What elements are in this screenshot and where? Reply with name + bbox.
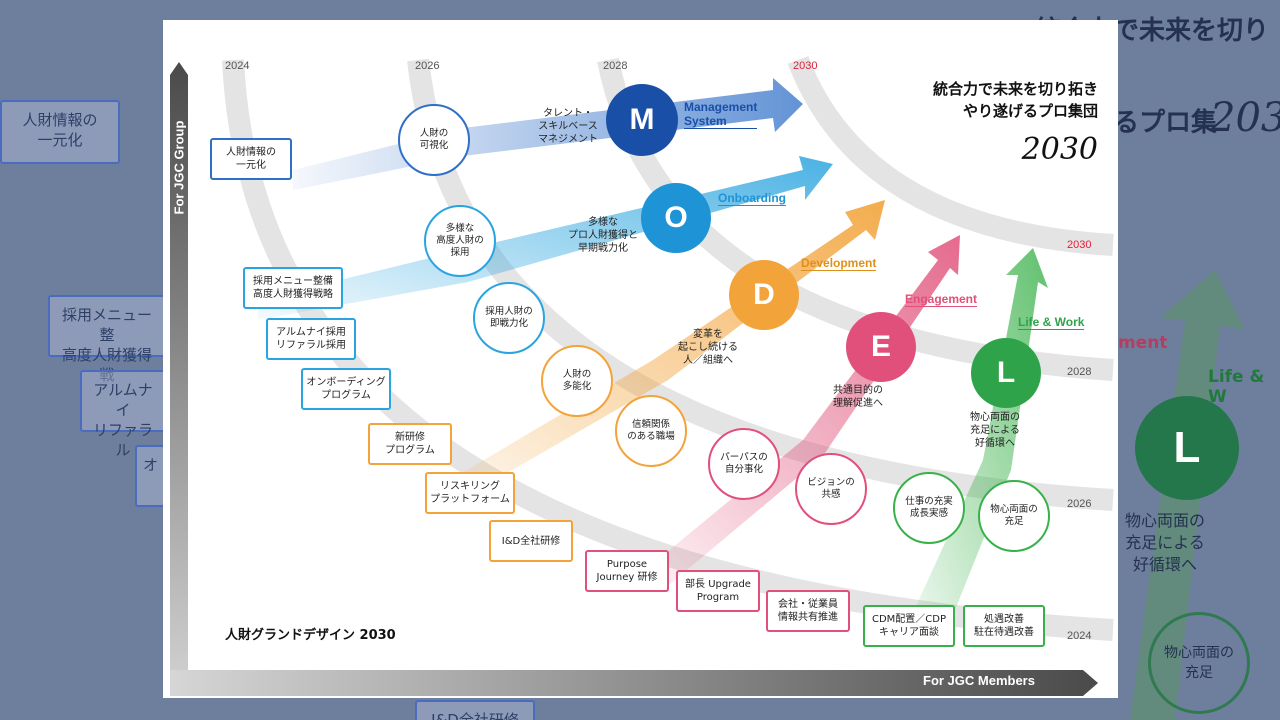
box-cdm-cdp: CDM配置／CDP キャリア面談 <box>863 605 955 647</box>
box-recruiting-menu: 採用メニュー整備 高度人財獲得戦略 <box>243 267 343 309</box>
bg-circle-bottom: 物心両面の 充足 <box>1148 612 1250 714</box>
pillar-d-letter: D <box>753 278 775 311</box>
axis-y-arrow <box>170 62 188 680</box>
pillar-l-letter: L <box>996 356 1016 389</box>
pillar-o-label: Onboarding <box>718 191 786 206</box>
axis-y-label: For JGC Group <box>169 105 189 230</box>
model-diagram-card: 2024 2026 2028 2030 2030 2028 2026 2024 … <box>163 20 1118 698</box>
bg-box-5: I&D全社研修 <box>415 700 535 720</box>
headline: 統合力で未来を切り拓き やり遂げるプロ集団 <box>932 80 1098 120</box>
box-id-training: I&D全社研修 <box>489 520 573 562</box>
pillar-d-label: Development <box>801 256 877 271</box>
node-multiskill: 人財の 多能化 <box>541 345 613 417</box>
pillar-l-text: 物心両面の 充足による 好循環へ <box>970 412 1020 449</box>
box-info-sharing: 会社・従業員 情報共有推進 <box>766 590 850 632</box>
year-right-2028: 2028 <box>1067 366 1092 378</box>
box-treatment: 処遇改善 駐在待遇改善 <box>963 605 1045 647</box>
box-new-training: 新研修 プログラム <box>368 423 452 465</box>
box-upgrade-program: 部長 Upgrade Program <box>676 570 760 612</box>
bg-headline-year: 203 <box>1210 95 1280 141</box>
node-diverse-talent: 多様な 高度人財の 採用 <box>424 205 496 277</box>
year-top-2024: 2024 <box>225 60 250 72</box>
bg-box-1: 人財情報の 一元化 <box>0 100 120 164</box>
year-right-2024: 2024 <box>1067 630 1092 642</box>
pillar-d-circle: D <box>729 260 799 330</box>
year-right-2026: 2026 <box>1067 498 1092 510</box>
diagram-title: 人財グランドデザイン 2030 <box>225 628 396 643</box>
node-purpose: パーパスの 自分事化 <box>708 428 780 500</box>
node-vision: ビジョンの 共感 <box>795 453 867 525</box>
node-trust-workplace: 信頼関係 のある職場 <box>615 395 687 467</box>
node-fulfillment: 物心両面の 充足 <box>978 480 1050 552</box>
year-top-2028: 2028 <box>603 60 628 72</box>
axis-x-arrow <box>170 670 1098 696</box>
pillar-o-circle: O <box>641 183 711 253</box>
year-right-2030: 2030 <box>1067 239 1092 251</box>
pillar-o-letter: O <box>664 201 688 234</box>
pillar-m-label: Management System <box>684 100 758 129</box>
pillar-m-text: タレント・ スキルベース マネジメント <box>538 108 598 145</box>
node-visualization: 人財の 可視化 <box>398 104 470 176</box>
pillar-m-circle: M <box>606 84 678 156</box>
node-quick-ramp: 採用人財の 即戦力化 <box>473 282 545 354</box>
axis-y-label-text: For JGC Group <box>171 120 187 215</box>
pillar-l-label: Life & Work <box>1018 315 1085 330</box>
pillar-e-letter: E <box>870 330 891 363</box>
pillar-d-text: 変革を 起こし続ける 人／組織へ <box>678 329 738 366</box>
bg-box-3: アルムナイ リファラル <box>80 370 166 459</box>
pillar-e-circle: E <box>846 312 916 382</box>
year-top-2030: 2030 <box>793 60 818 72</box>
box-onboarding-program: オンボーディング プログラム <box>301 368 391 410</box>
bg-circle-l: L <box>1135 396 1239 500</box>
bg-circle-bottom-text: 物心両面の 充足 <box>1164 645 1234 681</box>
bg-label-lifework: Life & W <box>1208 367 1265 407</box>
year-top-2026: 2026 <box>415 60 440 72</box>
bg-label-engagement: ment <box>1118 333 1168 353</box>
pillar-m-letter: M <box>629 103 655 136</box>
bg-circle-l-letter: L <box>1173 423 1201 472</box>
box-alumni-referral: アルムナイ採用 リファラル採用 <box>266 318 356 360</box>
box-reskilling: リスキリング プラットフォーム <box>425 472 515 514</box>
bg-circle-l-text: 物心両面の 充足による 好循環へ <box>1125 511 1206 574</box>
box-purpose-journey: Purpose Journey 研修 <box>585 550 669 592</box>
pillar-e-label: Engagement <box>905 292 978 307</box>
pillar-l-circle: L <box>971 338 1041 408</box>
pillar-o-text: 多様な プロ人財獲得と 早期戦力化 <box>568 217 638 254</box>
arrow-d <box>433 200 885 510</box>
node-work-growth: 仕事の充実 成長実感 <box>893 472 965 544</box>
pillar-e-text: 共通目的の 理解促進へ <box>833 385 883 409</box>
axis-x-label: For JGC Members <box>923 673 1035 688</box>
box-hr-data: 人財情報の 一元化 <box>210 138 292 180</box>
bg-box-2: 採用メニュー整 高度人財獲得戦 <box>48 295 166 384</box>
headline-year: 2030 <box>1021 132 1098 167</box>
